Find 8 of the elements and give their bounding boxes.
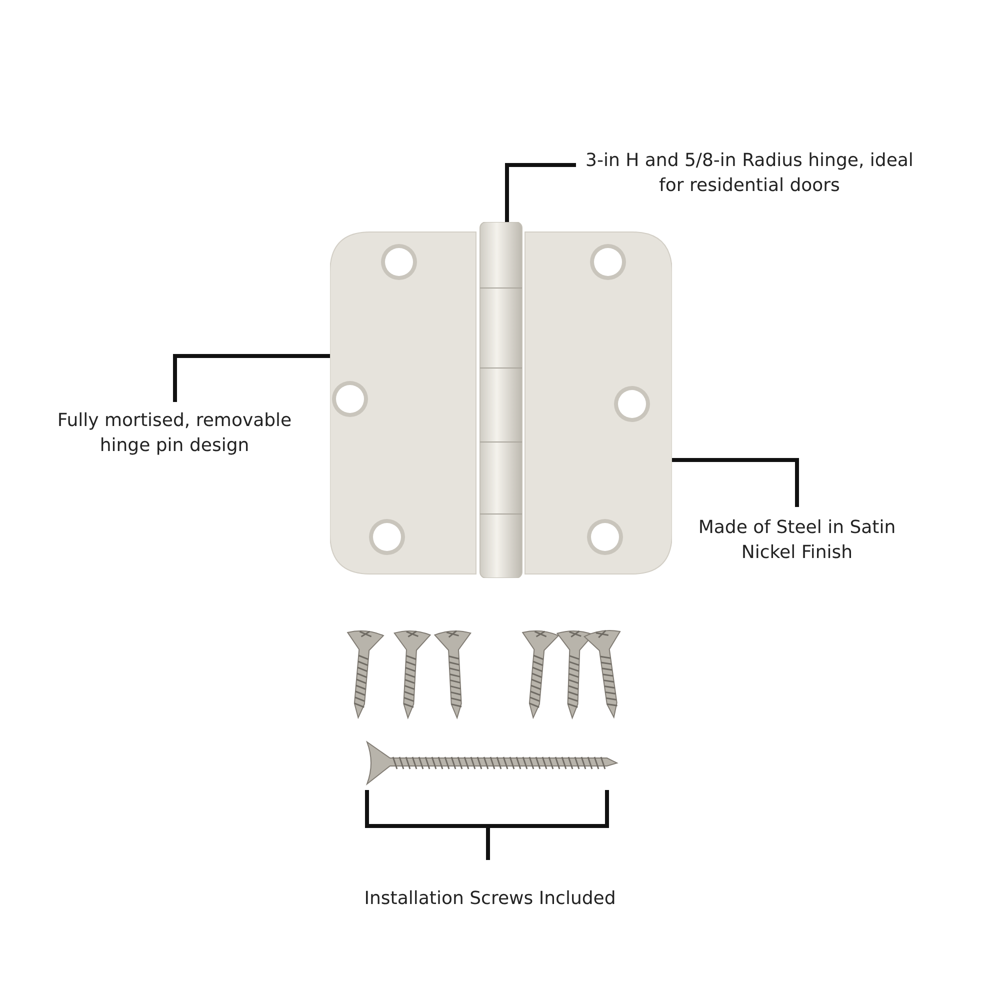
leader-line: [505, 163, 576, 222]
callout-text: Installation Screws Included: [310, 886, 670, 914]
callout-text: Made of Steel in Satin Nickel Finish: [697, 515, 897, 567]
leader-line: [365, 788, 609, 862]
callout-text: 3-in H and 5/8-in Radius hinge, ideal for residential doors: [582, 148, 917, 200]
leader-line: [173, 354, 330, 402]
leader-line: [672, 458, 799, 507]
callout-text: Fully mortised, removable hinge pin design: [32, 408, 317, 460]
